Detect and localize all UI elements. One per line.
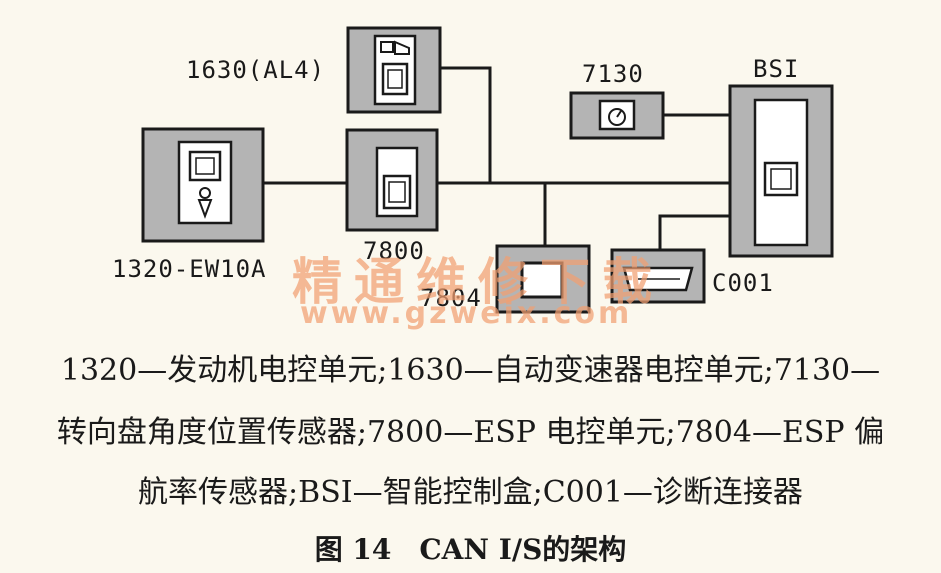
watermark-url: www.gzweix.com: [300, 296, 633, 331]
can-bus-lines: [263, 66, 730, 250]
label-1630: 1630(AL4): [186, 56, 326, 84]
caption-line-3: 航率传感器;BSI—智能控制盒;C001—诊断连接器: [138, 475, 803, 510]
connector-c001-box: [610, 248, 706, 304]
chip-icon: [763, 161, 799, 197]
caption-line-1: 1320—发动机电控单元;1630—自动变速器电控单元;7130—: [60, 353, 881, 388]
diagram-canvas: [141, 26, 834, 314]
ecu-1320-box: [141, 127, 265, 243]
sensor-square-icon: [520, 261, 564, 299]
label-7130: 7130: [582, 60, 644, 88]
chip-icon: [382, 174, 412, 210]
caption-line-2: 转向盘角度位置传感器;7800—ESP 电控单元;7804—ESP 偏: [56, 415, 885, 450]
engine-icon: [197, 187, 213, 219]
bsi-box: [728, 84, 834, 258]
chip-icon: [188, 150, 222, 182]
label-1320: 1320-EW10A: [112, 255, 267, 283]
chip-icon: [381, 62, 409, 96]
label-7800: 7800: [363, 237, 425, 265]
obd-connector-icon: [622, 266, 694, 292]
ecu-7800-box: [345, 128, 439, 232]
sensor-7130-box: [569, 91, 665, 140]
bus-wire-1630: [440, 66, 492, 183]
gauge-icon: [608, 108, 626, 126]
can-architecture-diagram: 1630(AL4) 7130 BSI 1320-EW10A 7800 7804 …: [112, 26, 834, 331]
label-7804: 7804: [420, 284, 482, 312]
sensor-7804-box: [495, 244, 591, 314]
figure-title: 图 14 CAN I/S的架构: [314, 533, 627, 566]
label-bsi: BSI: [753, 55, 800, 83]
ecu-1630-box: [346, 26, 442, 114]
bus-wire-c001: [658, 214, 730, 250]
gearbox-icon: [380, 40, 410, 55]
watermark-brand: 精通维修下载: [292, 253, 664, 311]
label-c001: C001: [712, 269, 774, 297]
